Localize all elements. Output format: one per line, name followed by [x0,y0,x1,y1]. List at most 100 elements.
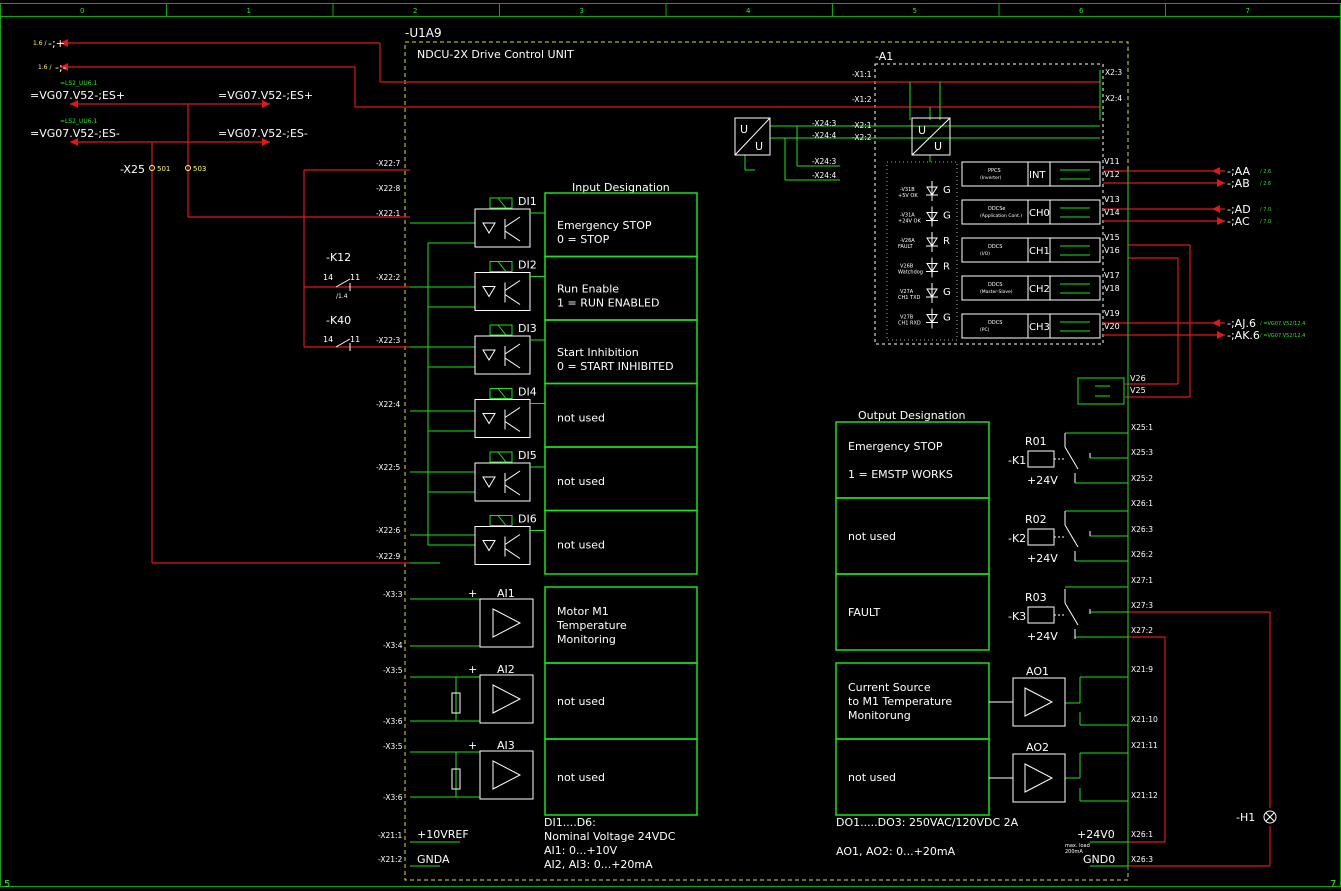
converter-right-in: U [918,124,926,137]
channel-optical-box [1049,275,1101,301]
transistor-icon [504,230,521,242]
channel-name-box [961,237,1029,263]
fiber-output-label: -;AC [1227,215,1250,228]
terminal-x26-3: X26:3 [1131,525,1153,534]
converter-left-out: U [755,140,763,153]
optocoupler-di5 [474,462,531,502]
corner-label-right: 7 [1330,879,1336,890]
output-note-2: AO1, AO2: 0...+20mA [836,845,956,858]
relay-coil-ref-r03: -K3 [1008,610,1026,623]
analog-plus-ai2: + [468,663,477,676]
input-desc-di4: not used [557,412,605,425]
terminal-x24-4b: -X24:4 [812,171,837,180]
channel-port-a: V11 [1104,157,1120,166]
led-sub: FAULT [898,244,914,250]
es-minus-label: =VG07.V52-;ES- [30,127,120,140]
relay-desc-r01: 1 = EMSTP WORKS [848,468,953,481]
input-note-3: AI1: 0...+10V [544,844,618,857]
relay-desc-r02: not used [848,530,896,543]
relay-id-r01: R01 [1025,435,1047,448]
channel-id: CH3 [1029,322,1050,333]
analog-desc-ai1: Monitoring [557,633,616,646]
relay-coil-icon [1027,528,1055,546]
terminal-x27-1: X27:1 [1131,576,1153,585]
channel-id: CH1 [1029,246,1050,257]
led-name: -V26A [900,238,915,244]
channel-name-box [961,313,1029,339]
fiber-output-ref: / 7.0 [1260,219,1271,225]
analog-inputs: AI1+Motor M1TemperatureMonitoringAI2+not… [451,586,698,816]
input-led-icon [497,324,507,336]
channel-role: (I/O) [980,251,990,257]
x25-501: 501 [157,165,170,173]
terminal-x3-6a: -X3:6 [383,717,403,726]
x25-label: -X25 [120,163,145,176]
es-minus-out-label: =VG07.V52-;ES- [218,127,308,140]
channel-optical-box [1049,161,1101,187]
terminal-x2-1: -X2:1 [852,121,872,130]
fiber-output-ref: / 7.0 [1260,207,1271,213]
optocoupler-di2 [474,272,531,311]
v26-label: V26 [1130,374,1146,383]
unit-name: NDCU-2X Drive Control UNIT [417,48,574,61]
fiber-channels: PPCS(Inverter)INTV11V12DDCSe(Application… [961,157,1120,339]
relay-coil-icon [1027,606,1055,624]
terminal-x2-4: X2:4 [1105,94,1122,103]
column-label-4: 4 [746,7,751,15]
terminal-x26-1b: X26:1 [1131,830,1153,839]
terminal-x21-11: X21:11 [1131,741,1158,750]
analog-box-ai3 [544,738,698,816]
column-label-5: 5 [913,7,917,15]
channel-role: (PC) [980,327,990,333]
transistor-icon [504,534,521,545]
terminal-x21-9: X21:9 [1131,665,1153,674]
input-desc-di5: not used [557,475,605,488]
channel-type: DDCSe [988,206,1005,212]
analog-desc-ai2: not used [557,695,605,708]
converter-left: U U [734,117,771,156]
shunt-resistor-icon [451,692,461,714]
channel-role: (Application Cont.) [980,213,1022,219]
sheet-frame [0,3,1341,887]
corner-label-left: 5 [4,879,10,890]
output-designation-title: Output Designation [858,409,966,422]
led-sub: CH1 RXD [898,321,921,327]
terminal-x3-6b: -X3:6 [383,793,403,802]
led-name: -V31A [900,213,915,219]
minus-ref: 1.6 / [38,64,52,71]
input-led-icon [489,324,513,336]
input-led-icon [489,451,513,463]
terminal-x3-5b: -X3:5 [383,742,403,751]
channel-port-b: V14 [1104,208,1120,217]
contact-k12-ref: -K12 [326,251,351,264]
relay-desc-r01: Emergency STOP [848,440,943,453]
terminal-x22-4: -X22:4 [376,400,401,409]
fiber-output-label: -;AD [1227,203,1251,216]
led-color-letter: G [943,185,951,196]
fiber-output-ref: / 2.6 [1260,169,1271,175]
fiber-output-label: -;AK.6 [1227,329,1260,342]
led-sub: Watchdog [898,270,923,276]
contact-k40-p11: 11 [350,335,360,344]
analog-plus-ai1: + [468,587,477,600]
column-label-3: 3 [580,7,584,15]
input-note-4: AI2, AI3: 0...+20mA [544,858,653,871]
fiber-outputs: -;AA/ 2.6-;AB/ 2.6-;AD/ 7.0-;AC/ 7.0-;AJ… [1227,165,1305,342]
amplifier-icon [492,760,522,790]
relay-id-r03: R03 [1025,591,1047,604]
relay-coil-icon [1027,450,1055,468]
terminal-x21-2: -X21:2 [378,855,403,864]
supply-wires [60,42,1271,867]
optocoupler-di3 [474,335,531,375]
channel-role: (Inverter) [980,175,1002,181]
channel-name-box [961,161,1029,187]
analog-id-ai3: AI3 [497,739,515,752]
es-minus-small: =LS2_UU6.1 [60,118,98,125]
optocoupler-di4 [474,399,531,438]
output-note-1: DO1.....DO3: 250VAC/120VDC 2A [836,816,1019,829]
channel-id: CH0 [1029,208,1050,219]
es-plus-small: =LS2_UU6.1 [60,80,98,87]
